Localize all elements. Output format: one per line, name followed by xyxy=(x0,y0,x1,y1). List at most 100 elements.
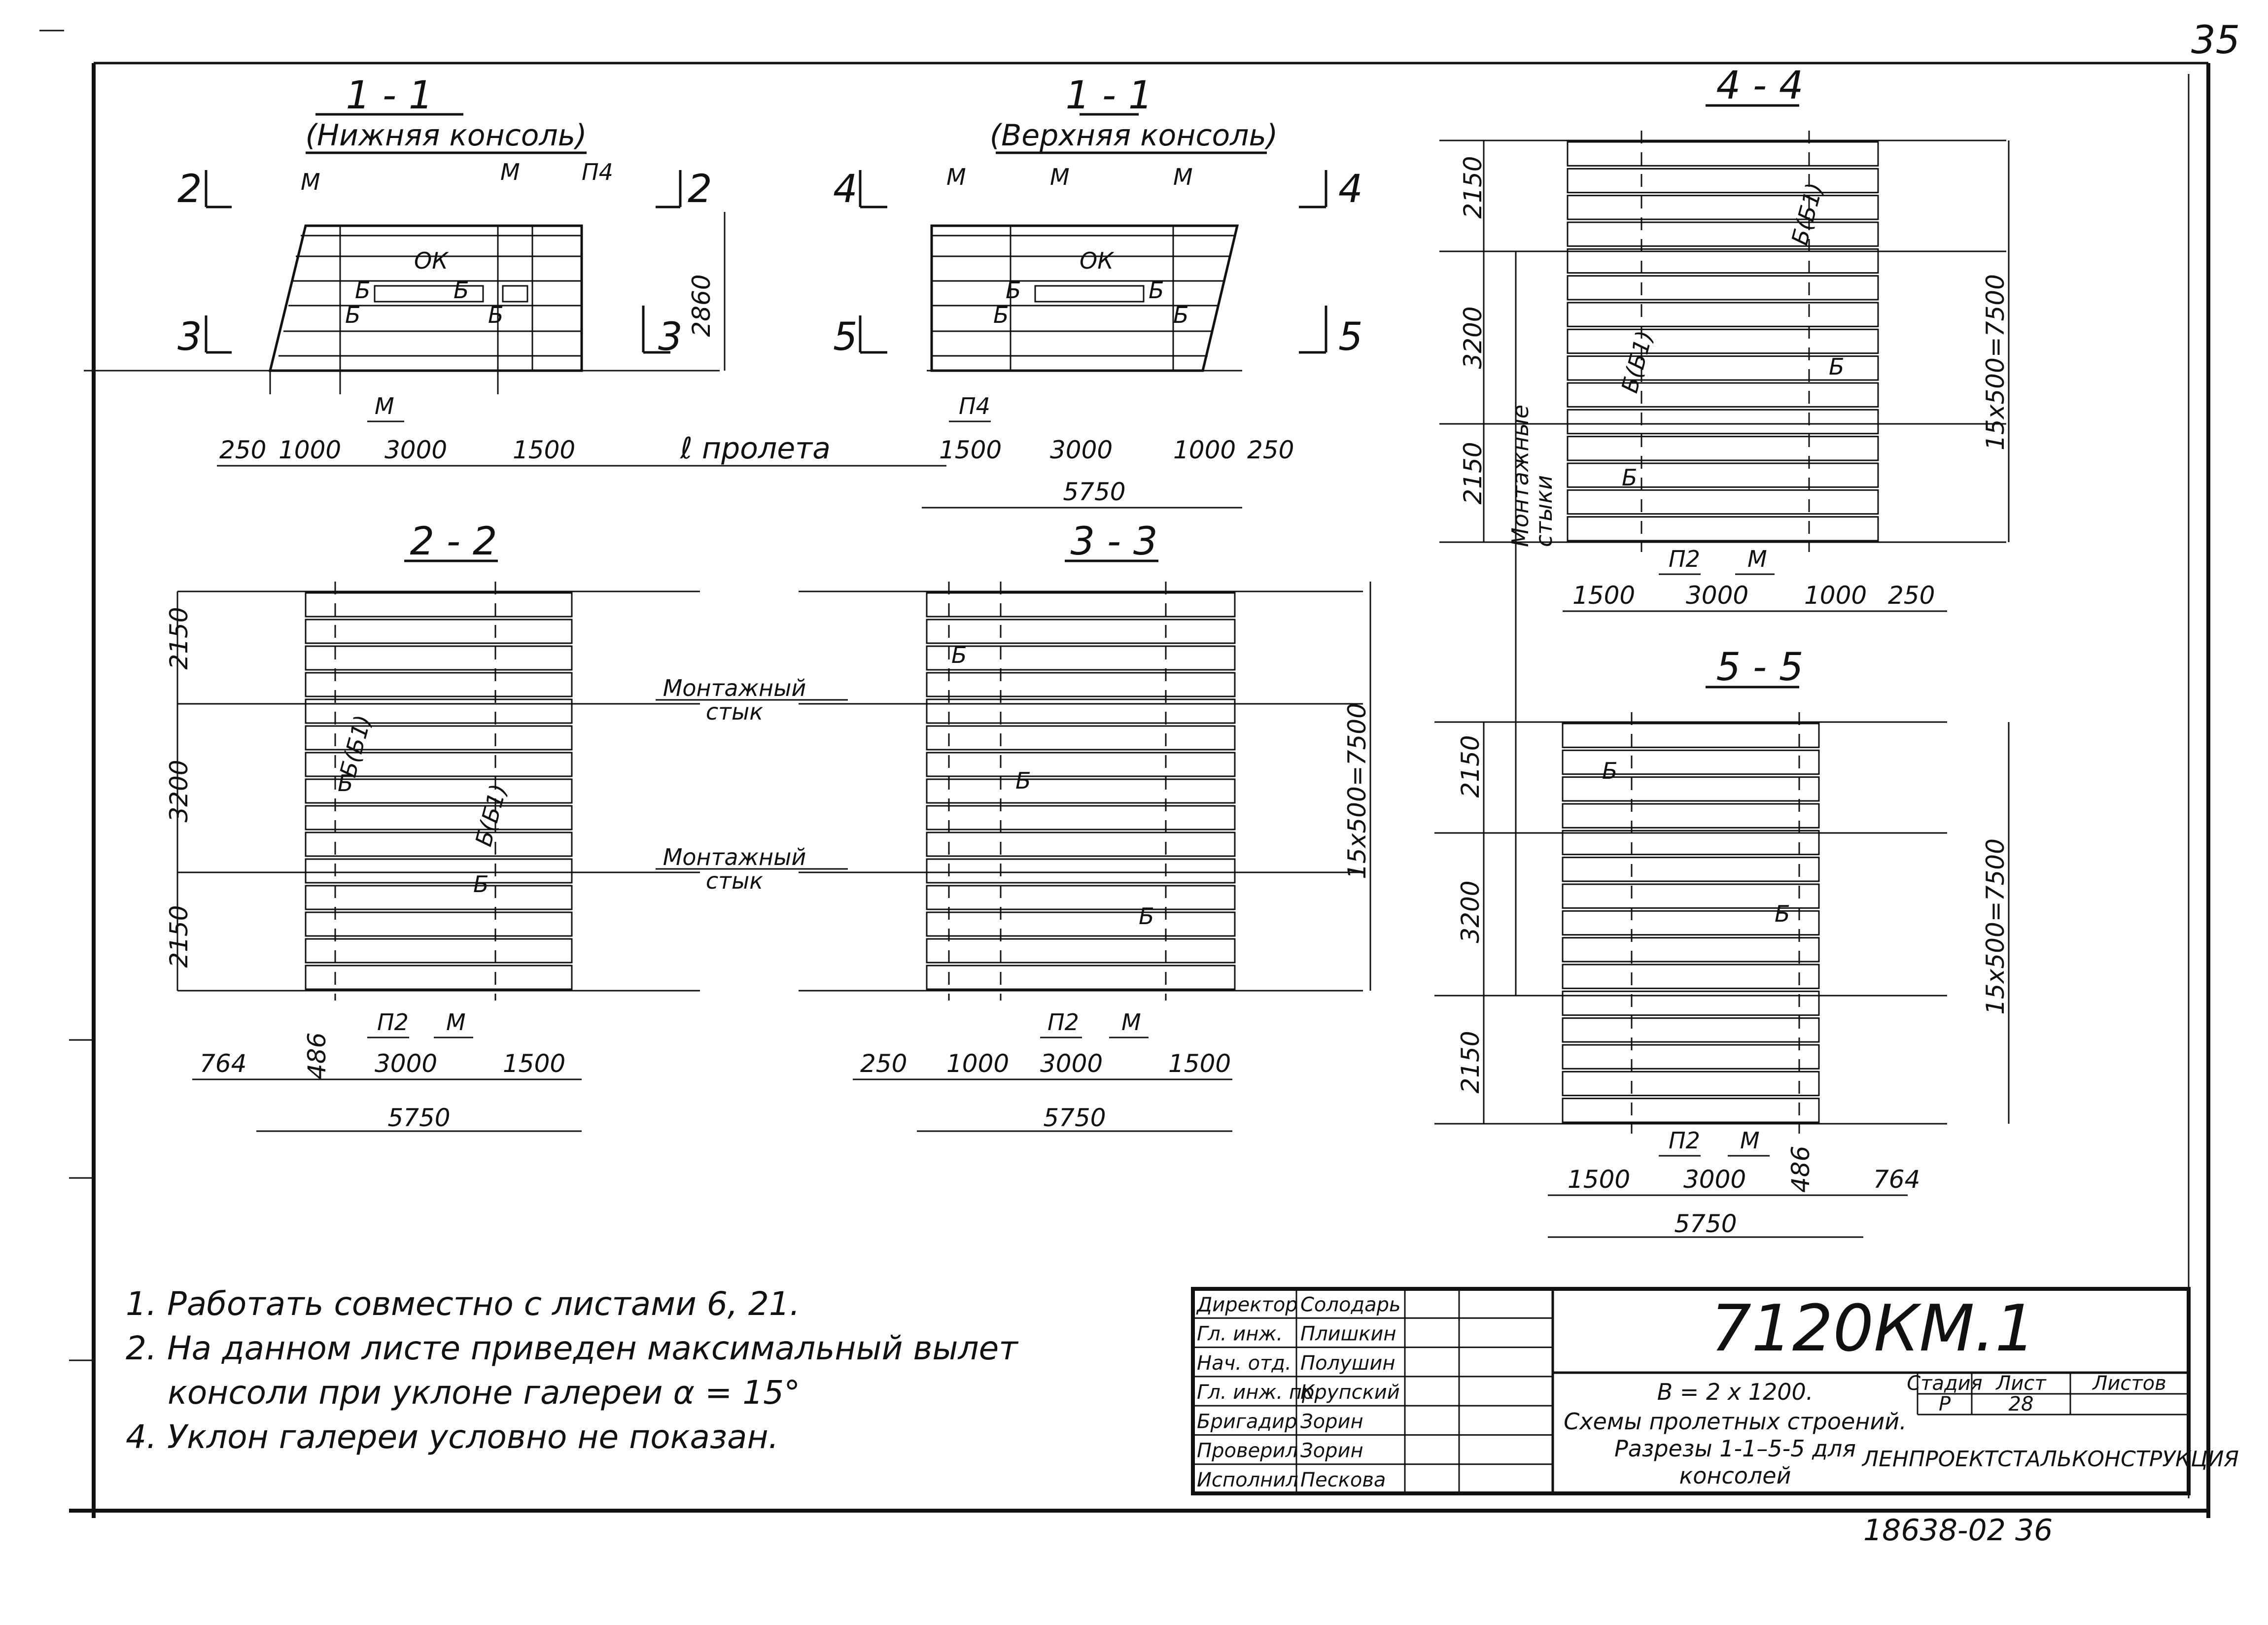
label-b: Б xyxy=(355,277,371,304)
deck-plank xyxy=(926,831,1236,857)
label-ok: ОК xyxy=(1080,247,1115,274)
label-b: Б xyxy=(1149,277,1164,304)
dim: 1000 xyxy=(279,436,341,464)
label-m: М xyxy=(1740,1127,1760,1154)
label-b-b1: Б(Б1) xyxy=(1786,180,1828,248)
label-m: М xyxy=(946,164,966,190)
deck-plank xyxy=(926,698,1236,724)
cut-mark-4: 4 xyxy=(833,167,858,211)
description-1: Схемы пролетных строений. xyxy=(1564,1408,1907,1435)
deck-plank xyxy=(926,938,1236,964)
deck-plank xyxy=(305,619,573,644)
dim: 3000 xyxy=(1040,1049,1103,1078)
label-m: М xyxy=(500,159,520,185)
sheet-value: 28 xyxy=(2009,1393,2034,1416)
stage-value: Р xyxy=(1939,1393,1951,1416)
title-role: Директор xyxy=(1196,1293,1298,1316)
label-b: Б xyxy=(1006,277,1021,304)
title-role: Исполнил xyxy=(1197,1469,1298,1491)
label-m: М xyxy=(1173,164,1193,190)
deck-plank xyxy=(1567,248,1879,274)
deck-plank xyxy=(305,672,573,697)
title-name: Пескова xyxy=(1300,1469,1386,1491)
title-name: Солодарь xyxy=(1300,1293,1401,1316)
dim: 250 xyxy=(219,436,266,464)
dim: 1000 xyxy=(1804,581,1867,610)
span-label: ℓ пролета xyxy=(680,431,831,466)
deck-plank xyxy=(1562,857,1820,882)
description-2: Разрезы 1-1–5-5 для xyxy=(1614,1435,1856,1462)
deck-plank xyxy=(926,672,1236,697)
deck-plank xyxy=(1567,355,1879,381)
deck-plank xyxy=(1562,723,1820,748)
deck-plank xyxy=(305,752,573,777)
dim-left: 2150 xyxy=(1459,156,1487,218)
deck-plank xyxy=(926,858,1236,884)
spec: В = 2 х 1200. xyxy=(1657,1379,1814,1405)
label-m: М xyxy=(1050,164,1070,190)
dim-total: 5750 xyxy=(1043,1104,1106,1132)
dim-right: 15х500=7500 xyxy=(1343,703,1371,879)
dim: 1500 xyxy=(513,436,575,464)
dim: 250 xyxy=(860,1049,907,1078)
deck-plank xyxy=(926,965,1236,990)
dim: 1000 xyxy=(1173,436,1236,464)
label-b: Б xyxy=(1173,302,1189,328)
deck-plank xyxy=(1562,776,1820,802)
deck-plank xyxy=(305,645,573,671)
label-p4: П4 xyxy=(582,159,613,185)
note-2-cont: консоли при уклоне галереи α = 15° xyxy=(168,1374,800,1412)
label-m: М xyxy=(301,169,320,195)
deck-planks xyxy=(177,582,700,1001)
dim-left: 2150 xyxy=(1456,1031,1485,1093)
title-name: Плишкин xyxy=(1300,1323,1396,1346)
deck-plank xyxy=(1567,328,1879,354)
dim: 1000 xyxy=(946,1049,1009,1078)
deck-plank xyxy=(1567,489,1879,515)
stage-header: Стадия xyxy=(1907,1372,1982,1395)
deck-plank xyxy=(926,885,1236,910)
label-m: М xyxy=(375,393,394,419)
deck-plank xyxy=(926,752,1236,777)
dim: 486 xyxy=(303,1033,331,1079)
dim-left: 2150 xyxy=(1459,442,1487,504)
label-p2: П2 xyxy=(1669,1127,1700,1154)
deck-plank xyxy=(926,911,1236,937)
dim-left: 2150 xyxy=(165,905,193,968)
label-b: Б xyxy=(951,642,967,668)
deck-plank xyxy=(1562,910,1820,936)
deck-plank xyxy=(1562,1017,1820,1043)
organization: ЛЕНПРОЕКТСТАЛЬКОНСТРУКЦИЯ xyxy=(1861,1447,2239,1472)
description-3: консолей xyxy=(1679,1462,1791,1489)
label-b-b1: Б(Б1) xyxy=(1616,328,1658,396)
section-5-5: 5 - 5 2150 3200 2150 15х500=7500 Б Б П2 … xyxy=(1434,645,2010,1238)
label-b: Б xyxy=(338,770,353,796)
cut-mark-3: 3 xyxy=(177,315,202,359)
deck-planks xyxy=(1439,131,2006,552)
title-role: Гл. инж. пр. xyxy=(1197,1381,1321,1404)
dim-total: 5750 xyxy=(387,1104,450,1132)
archive-number: 18638-02 36 xyxy=(1863,1513,2053,1548)
label-b: Б xyxy=(1622,464,1638,491)
title-name: Зорин xyxy=(1300,1410,1363,1433)
deck-plank xyxy=(1562,830,1820,856)
deck-plank xyxy=(305,885,573,910)
title-role: Гл. инж. xyxy=(1197,1323,1283,1346)
deck-plank xyxy=(305,725,573,751)
deck-plank xyxy=(1567,221,1879,247)
dim-height: 2860 xyxy=(687,274,716,337)
label-m: М xyxy=(1747,546,1767,572)
deck-plank xyxy=(1562,1098,1820,1123)
label-b: Б xyxy=(1139,903,1154,930)
sheet-frame xyxy=(39,30,2210,1518)
dim: 3000 xyxy=(1686,581,1748,610)
dim-right: 15х500=7500 xyxy=(1981,838,2010,1015)
section-2-2-title: 2 - 2 xyxy=(410,519,497,564)
joint-label: Монтажныестыки xyxy=(1507,405,1557,547)
dim-left: 3200 xyxy=(1456,880,1485,943)
deck-plank xyxy=(926,645,1236,671)
deck-plank xyxy=(1562,937,1820,963)
cut-mark-2: 2 xyxy=(688,167,712,211)
